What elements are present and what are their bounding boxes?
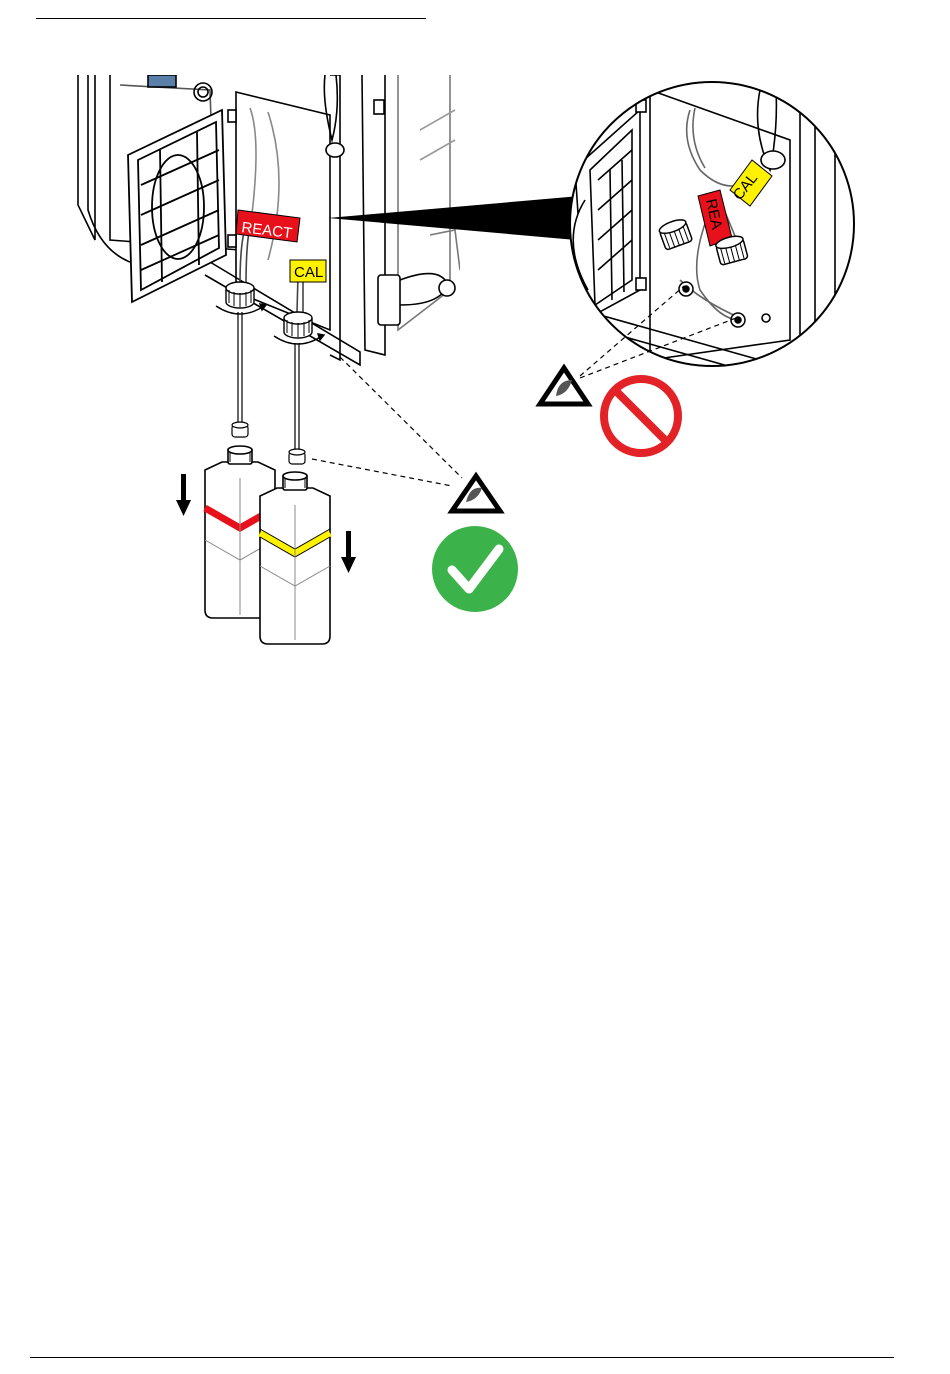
cal-bottle bbox=[260, 472, 330, 644]
door-grille bbox=[128, 110, 226, 302]
cal-label-text: CAL bbox=[294, 264, 323, 281]
zoom-detail: REA CAL bbox=[570, 80, 854, 375]
cal-label: CAL bbox=[290, 260, 326, 282]
down-arrow-icon bbox=[176, 474, 191, 516]
sight-lines-correct bbox=[312, 357, 462, 486]
eye-view-icon bbox=[540, 368, 588, 404]
check-icon bbox=[432, 526, 518, 612]
footer-rule bbox=[30, 1357, 894, 1358]
prohibited-icon bbox=[604, 379, 678, 453]
reagent-bottle-figure: REACT CAL bbox=[0, 0, 950, 700]
zoom-callout-wedge bbox=[328, 196, 580, 240]
down-arrow-icon bbox=[341, 531, 356, 573]
eye-view-icon bbox=[452, 476, 500, 511]
